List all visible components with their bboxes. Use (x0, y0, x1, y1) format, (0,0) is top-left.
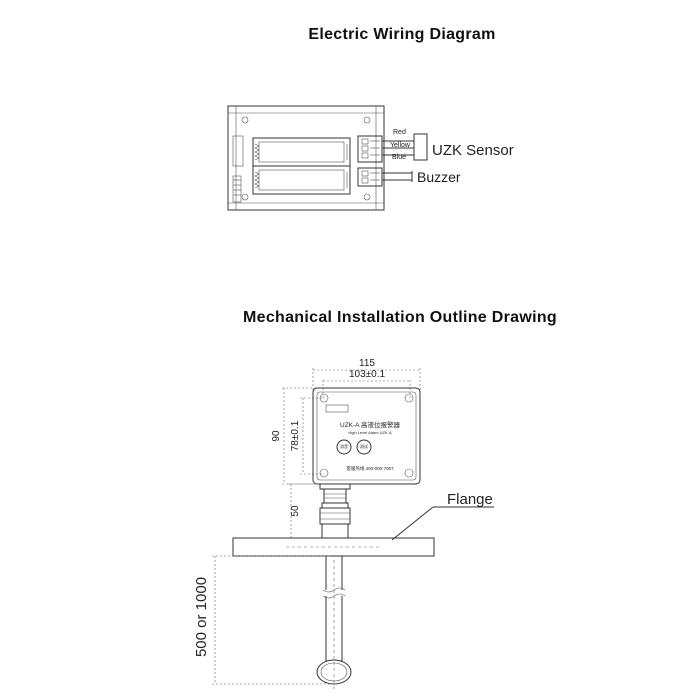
screw-icon (319, 468, 329, 478)
pin-header (232, 175, 242, 203)
mute-button (336, 439, 352, 455)
device-btn1: 消音 (340, 443, 348, 449)
flange (232, 506, 494, 557)
dimension-length: 500 or 1000 (193, 555, 330, 685)
wire-label-red: Red (393, 129, 406, 136)
battery-holder (252, 165, 351, 195)
wire-label-blue: Blue (392, 154, 406, 161)
float-ball (316, 659, 352, 685)
buzzer-label: Buzzer (417, 169, 461, 185)
screw-icon (404, 468, 414, 478)
mount-hole (363, 116, 371, 124)
wiring-diagram-title: Electric Wiring Diagram (308, 26, 496, 43)
installation-drawing-title: Mechanical Installation Outline Drawing (243, 309, 557, 326)
flange-label: Flange (447, 491, 493, 508)
dimension-neck: 50 (288, 483, 320, 539)
wire-label-yellow: Yellow (390, 142, 411, 149)
cable-gland (319, 483, 351, 539)
screw-icon (319, 393, 329, 403)
probe-rod (322, 556, 346, 690)
board-component (232, 135, 244, 167)
dim-height-outer: 90 (271, 430, 282, 442)
buzzer-wires (382, 171, 413, 182)
brand-logo (325, 404, 349, 413)
screw-icon (404, 393, 414, 403)
mount-hole (241, 193, 249, 201)
buzzer-terminal-block (357, 167, 383, 187)
test-button (356, 439, 372, 455)
device-subtitle: High Level Alarm UZK-A (348, 430, 392, 435)
mount-hole (241, 116, 249, 124)
dim-height-inner: 78±0.1 (290, 420, 301, 451)
device-btn2: 测试 (360, 443, 368, 449)
sensor-wires: Red Yellow Blue (382, 129, 428, 161)
sensor-terminal-block (357, 135, 383, 163)
mount-hole (363, 193, 371, 201)
enclosure-box: UZK-A 高液位报警器 High Level Alarm UZK-A 消音 测… (312, 387, 421, 485)
device-model: UZK-A 高液位报警器 (340, 420, 400, 429)
device-footer: 客服热线 400-000-7007 (346, 465, 394, 472)
dimension-width: 115 103±0.1 (312, 358, 421, 400)
circuit-board (227, 105, 385, 211)
dim-width-inner: 103±0.1 (349, 369, 386, 380)
dim-neck: 50 (290, 505, 301, 517)
dim-length: 500 or 1000 (193, 577, 210, 657)
sensor-connector (413, 133, 428, 161)
sensor-label: UZK Sensor (432, 142, 514, 159)
battery-holder (252, 137, 351, 167)
dim-width-outer: 115 (359, 358, 375, 369)
